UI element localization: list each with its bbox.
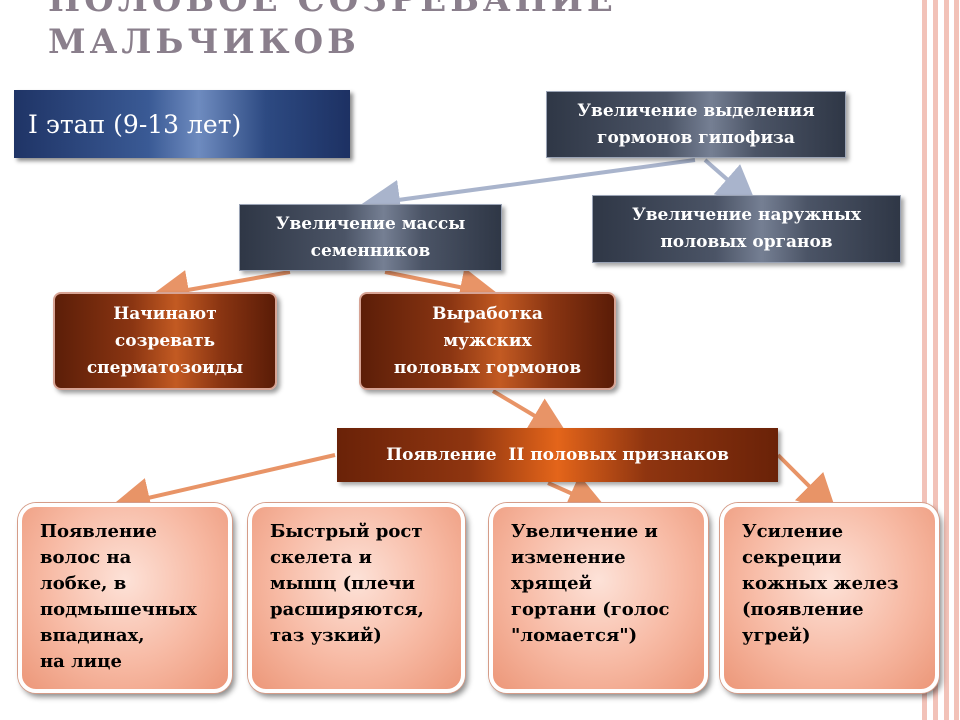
arrow-testes-sperm — [149, 270, 291, 310]
node-secondary-traits: Появление II половых признаков — [337, 428, 778, 482]
node-pituitary-hormones: Увеличение выделения гормонов гипофиза — [546, 91, 846, 158]
trait-growth: Быстрый рост скелета и мышц (плечи расши… — [248, 503, 465, 693]
node-spermatozoa: Начинают созревать сперматозоиды — [53, 292, 277, 390]
arrow-secondary-hair — [110, 453, 336, 518]
decor-stripe — [954, 0, 959, 720]
stage-label: I этап (9-13 лет) — [14, 90, 350, 158]
trait-glands: Усиление секреции кожных желез (появлени… — [720, 503, 939, 693]
arrow-testes-male-hormones — [384, 267, 500, 307]
trait-hair: Появление волос на лобке, в подмышечных … — [18, 503, 232, 693]
arrow-hormones-testes — [360, 158, 696, 220]
arrow-secondary-glands — [776, 453, 838, 515]
title-line-1: ПОЛОВОЕ СОЗРЕВАНИЕ — [48, 0, 617, 20]
node-testes-mass: Увеличение массы семенников — [239, 204, 502, 271]
arrow-hormones-external — [703, 158, 758, 206]
decor-stripe — [922, 0, 927, 720]
node-external-organs: Увеличение наружных половых органов — [592, 195, 901, 263]
arrow-hormones-secondary — [491, 389, 569, 437]
trait-larynx: Увеличение и изменение хрящей гортани (г… — [489, 503, 708, 693]
decor-stripe — [933, 0, 938, 720]
node-male-hormones: Выработка мужских половых гормонов — [359, 292, 616, 390]
title-line-2: МАЛЬЧИКОВ — [48, 22, 360, 62]
decor-stripe — [944, 0, 949, 720]
arrow-secondary-larynx — [547, 474, 608, 512]
